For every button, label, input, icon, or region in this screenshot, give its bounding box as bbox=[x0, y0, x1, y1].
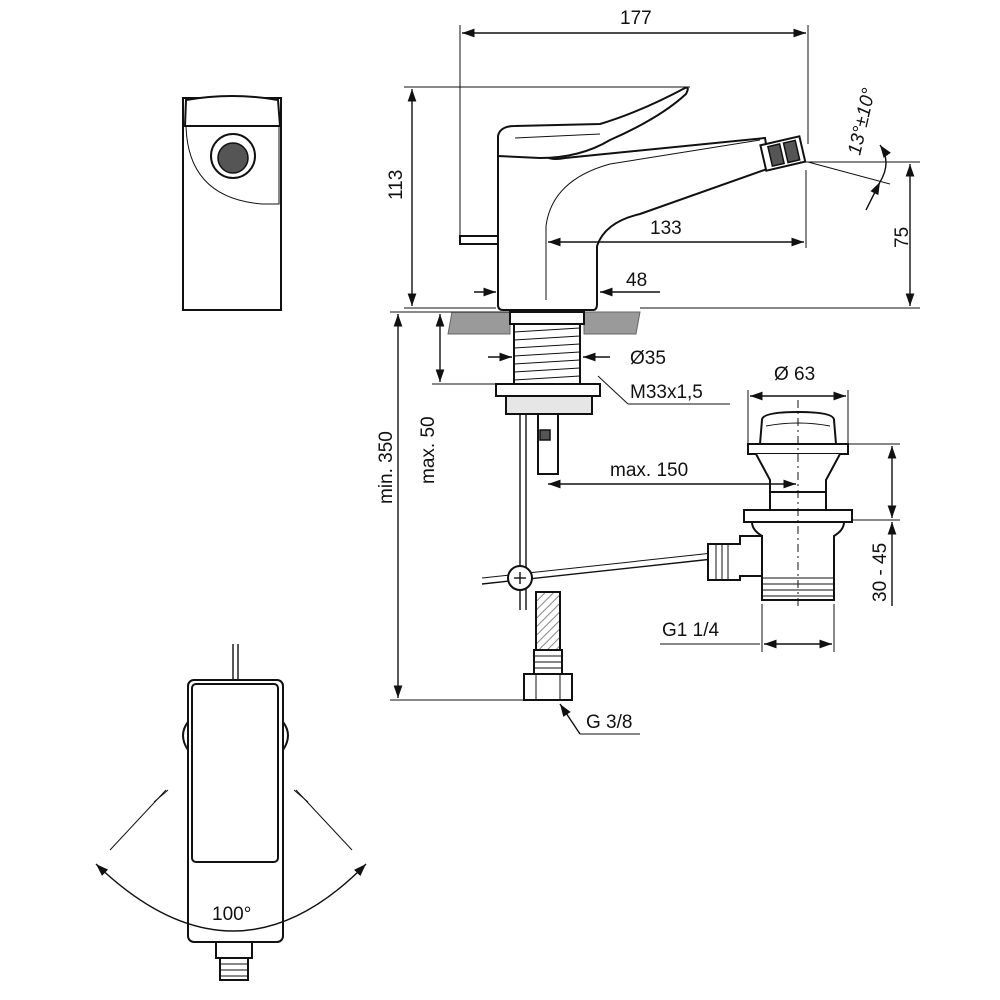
dim-shank-diameter: Ø35 bbox=[630, 348, 666, 369]
dim-min-clearance: min. 350 bbox=[376, 431, 397, 504]
dim-height: 113 bbox=[386, 170, 407, 200]
supply-nut bbox=[523, 673, 573, 701]
dim-pop-up-reach: max. 150 bbox=[610, 460, 688, 481]
dim-waste-range: 30 - 45 bbox=[870, 543, 891, 602]
supply-hose-upper bbox=[537, 413, 559, 475]
threaded-shank bbox=[495, 311, 601, 610]
top-view bbox=[95, 644, 367, 981]
waste-body-lower bbox=[750, 521, 846, 601]
dim-thread: M33x1,5 bbox=[630, 382, 703, 403]
dimension-lines bbox=[390, 25, 920, 735]
faucet-lever bbox=[497, 86, 689, 160]
dim-base-offset: 48 bbox=[626, 270, 647, 291]
supply-hose-lower bbox=[523, 591, 573, 701]
dim-angle: 13°±10° bbox=[844, 86, 880, 157]
dim-deck-thickness: max. 50 bbox=[418, 416, 439, 484]
dim-overall-length: 177 bbox=[620, 8, 652, 29]
front-view-nozzle bbox=[217, 142, 249, 174]
waste-assembly bbox=[707, 400, 853, 610]
front-view-lever bbox=[183, 95, 282, 127]
pop-up-linkage bbox=[481, 551, 723, 591]
rotation-arc bbox=[95, 863, 367, 932]
top-view-lever bbox=[191, 683, 279, 863]
front-view-spout-contour bbox=[185, 125, 280, 205]
fixing-washer bbox=[505, 395, 593, 415]
waste-plug bbox=[758, 410, 838, 445]
side-view-faucet bbox=[459, 86, 807, 311]
faucet-nozzle bbox=[759, 135, 807, 172]
dim-waste-diameter: Ø 63 bbox=[774, 364, 815, 385]
faucet-spout-contour bbox=[545, 139, 761, 300]
top-view-nozzle bbox=[215, 941, 253, 959]
pop-up-knob bbox=[459, 235, 499, 245]
dim-supply-thread: G 3/8 bbox=[586, 712, 632, 733]
deck-surface bbox=[447, 311, 641, 335]
front-view bbox=[182, 95, 282, 311]
dim-waste-thread: G1 1/4 bbox=[662, 620, 719, 641]
dim-spout-reach: 133 bbox=[650, 218, 682, 239]
dimension-labels: 177 113 13°±10° 75 133 48 Ø35 M33x1,5 Ø … bbox=[212, 8, 913, 925]
fixing-nut bbox=[495, 383, 601, 397]
dim-spout-height: 75 bbox=[892, 227, 913, 248]
dim-rotation: 100° bbox=[212, 904, 251, 925]
